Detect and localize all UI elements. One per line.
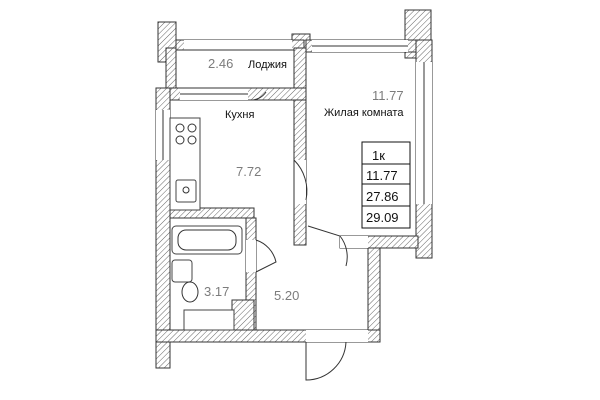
bathtub: [171, 225, 243, 255]
kitchen-fixtures: [169, 117, 201, 211]
living-area-value: 11.77: [366, 168, 398, 183]
sink-drain: [182, 186, 190, 194]
door-kitchen-loggia: [249, 91, 267, 101]
stove-burner: [187, 135, 197, 145]
stove-burner: [175, 135, 185, 145]
doors: [249, 91, 348, 381]
washbasin: [171, 259, 193, 283]
wall-bath-top: [169, 207, 255, 219]
loggia-railing: [175, 49, 295, 89]
total-with-loggia-value: 29.09: [366, 210, 399, 225]
door-living-swing: [293, 158, 308, 204]
stove-burner: [175, 123, 185, 133]
stove-burner: [187, 123, 197, 133]
bathroom-fixtures: [171, 225, 243, 331]
bathtub-inner: [177, 229, 237, 251]
door-entrance: [305, 341, 347, 381]
kitchen-sink: [175, 179, 197, 203]
door-bath: [255, 239, 277, 273]
washing-machine: [183, 309, 235, 331]
wall-loggia-left: [165, 47, 177, 89]
living-area: 11.77: [372, 88, 404, 103]
hall-area: 5.20: [274, 288, 299, 303]
rooms-count: 1к: [372, 148, 385, 163]
loggia-name: Лоджия: [248, 59, 287, 71]
kitchen-name: Кухня: [225, 109, 254, 121]
openings: [156, 40, 432, 342]
door-hall-to-living: [307, 225, 348, 267]
area-summary-box: 1к 11.77 27.86 29.09: [361, 141, 411, 229]
kitchen-area: 7.72: [236, 164, 261, 179]
living-name: Жилая комната: [324, 107, 404, 119]
wall-bath-bottom-stub: [231, 299, 255, 331]
wall-loggia-right: [293, 47, 307, 89]
wall-right-lower: [367, 247, 381, 331]
loggia-area: 2.46: [208, 56, 233, 71]
bathroom-area: 3.17: [204, 284, 229, 299]
toilet: [181, 281, 199, 303]
total-area-value: 27.86: [366, 189, 399, 204]
